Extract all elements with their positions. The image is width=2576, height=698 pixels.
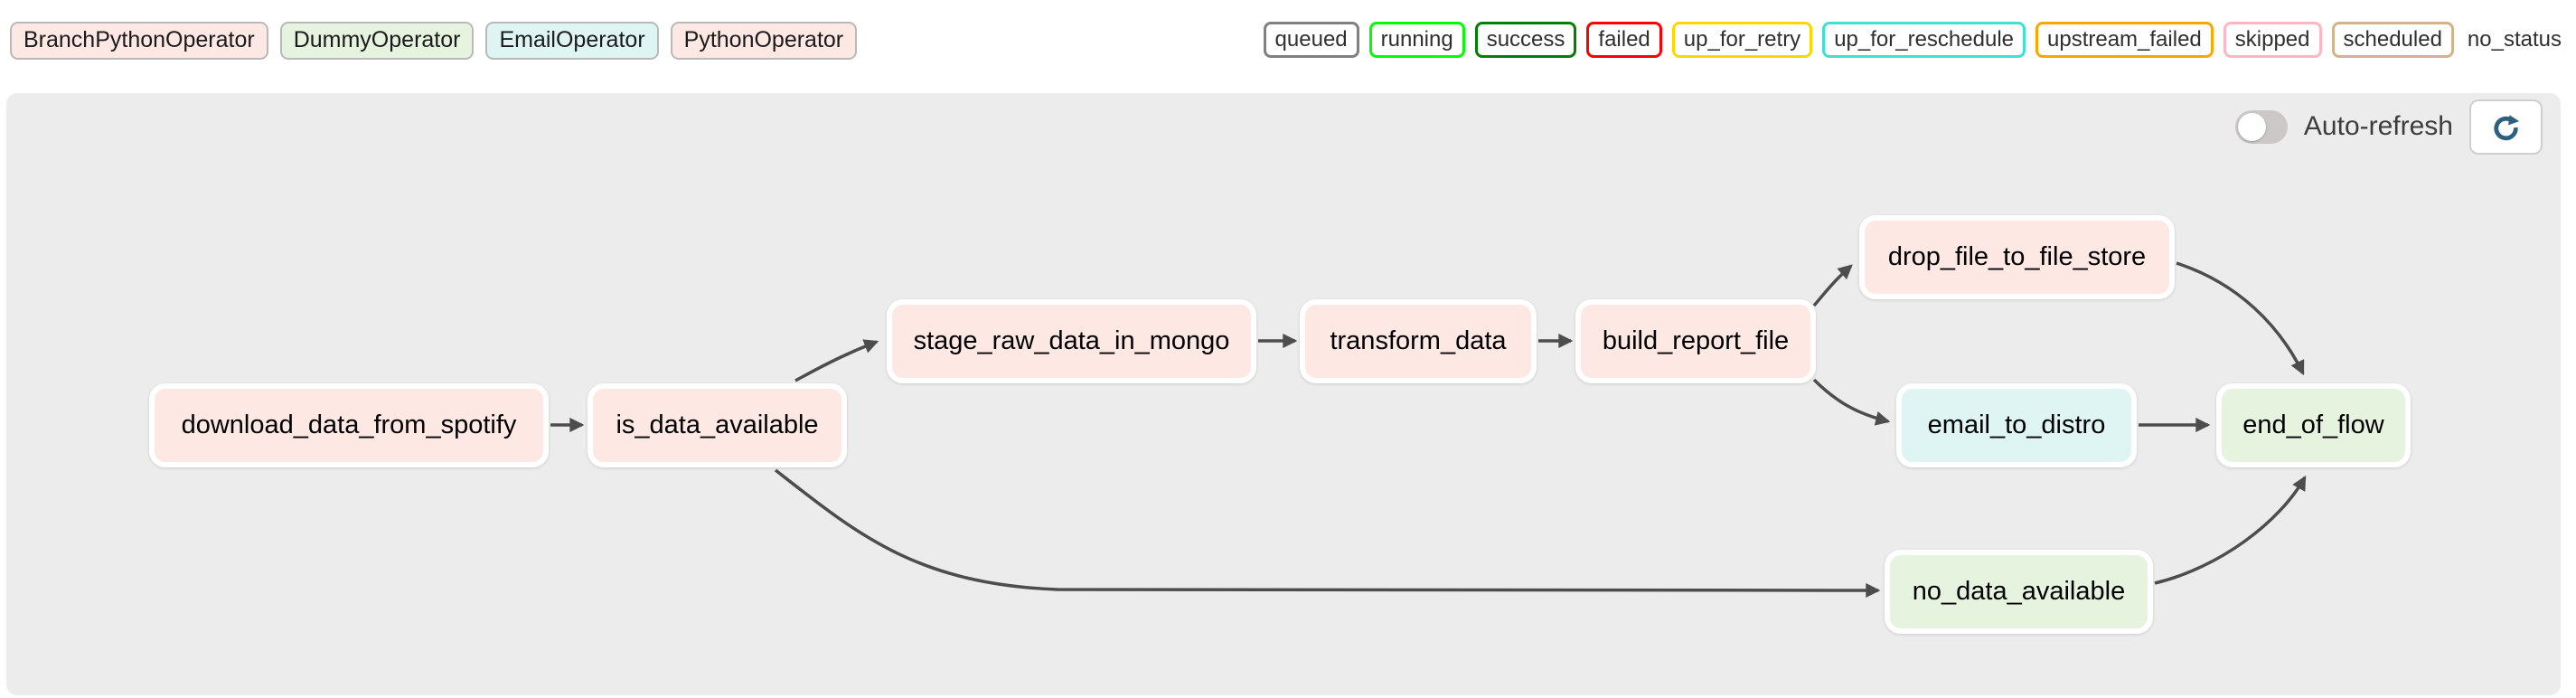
task-node-end_of_flow[interactable]: end_of_flow: [2216, 383, 2411, 467]
task-node-is_data_available[interactable]: is_data_available: [588, 383, 847, 467]
auto-refresh-label: Auto-refresh: [2303, 111, 2453, 141]
auto-refresh-toggle[interactable]: [2234, 109, 2288, 144]
status-legend: queued running success failed up_for_ret…: [1263, 22, 2563, 58]
task-label: is_data_available: [616, 410, 819, 439]
operator-badge-emailoperator: EmailOperator: [485, 22, 659, 60]
status-badge-skipped: skipped: [2223, 22, 2322, 58]
legend-bar: BranchPythonOperator DummyOperator Email…: [0, 0, 2576, 93]
status-badge-up-for-reschedule: up_for_reschedule: [1822, 22, 2026, 58]
graph-controls: Auto-refresh: [2234, 99, 2543, 155]
task-node-no_data_available[interactable]: no_data_available: [1885, 550, 2153, 634]
refresh-icon: [2494, 114, 2520, 140]
task-label: end_of_flow: [2242, 410, 2384, 439]
auto-refresh-toggle-knob: [2237, 112, 2266, 141]
task-label: no_data_available: [1912, 577, 2126, 606]
task-node-email_to_distro[interactable]: email_to_distro: [1896, 383, 2137, 467]
task-label: build_report_file: [1602, 326, 1790, 355]
task-node-transform_data[interactable]: transform_data: [1300, 299, 1537, 383]
operator-badge-dummyoperator: DummyOperator: [279, 22, 475, 60]
status-badge-failed: failed: [1586, 22, 1662, 58]
task-label: drop_file_to_file_store: [1887, 242, 2147, 271]
task-label: stage_raw_data_in_mongo: [913, 326, 1230, 355]
operator-legend: BranchPythonOperator DummyOperator Email…: [10, 22, 858, 60]
task-node-stage_raw_data_in_mongo[interactable]: stage_raw_data_in_mongo: [887, 299, 1256, 383]
status-badge-no-status: no_status: [2463, 24, 2563, 55]
operator-badge-branchpythonoperator: BranchPythonOperator: [10, 22, 268, 60]
status-badge-running: running: [1368, 22, 1465, 58]
status-badge-success: success: [1474, 22, 1577, 58]
status-badge-up-for-retry: up_for_retry: [1671, 22, 1813, 58]
status-badge-upstream-failed: upstream_failed: [2035, 22, 2214, 58]
status-badge-scheduled: scheduled: [2331, 22, 2454, 58]
refresh-button[interactable]: [2469, 99, 2543, 155]
task-label: email_to_distro: [1927, 410, 2106, 439]
task-label: download_data_from_spotify: [181, 410, 517, 439]
task-node-drop_file_to_file_store[interactable]: drop_file_to_file_store: [1859, 215, 2175, 299]
task-label: transform_data: [1330, 326, 1507, 355]
task-node-build_report_file[interactable]: build_report_file: [1575, 299, 1816, 383]
task-node-download_data_from_spotify[interactable]: download_data_from_spotify: [149, 383, 549, 467]
status-badge-queued: queued: [1263, 22, 1359, 58]
operator-badge-pythonoperator: PythonOperator: [670, 22, 858, 60]
